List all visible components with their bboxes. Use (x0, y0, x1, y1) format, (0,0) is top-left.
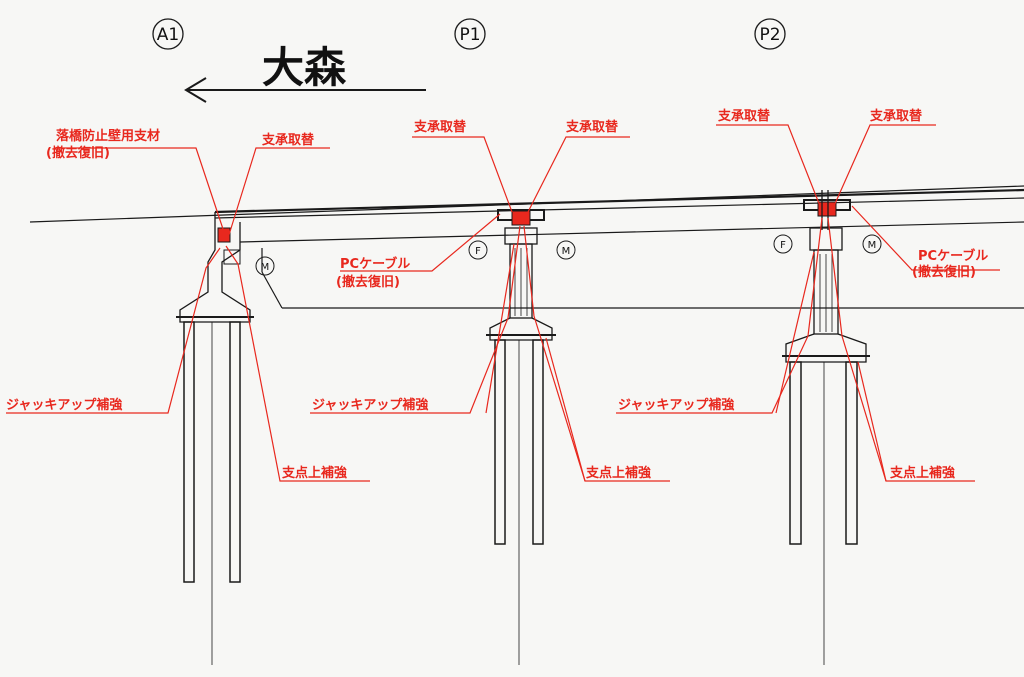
label-pc-cable-p1-restore: (撤去復旧) (336, 274, 400, 290)
mark-f-p2: F (773, 234, 793, 254)
svg-text:A1: A1 (157, 25, 179, 45)
support-marker-p2: P2 (754, 18, 786, 50)
pier-p2 (782, 190, 870, 665)
label-bearing-replace-p1-left: 支承取替 (413, 119, 467, 135)
pier-p1 (486, 209, 556, 665)
svg-text:F: F (475, 246, 481, 257)
svg-text:M: M (868, 240, 877, 251)
label-bearing-replace-p2-left: 支承取替 (717, 108, 771, 124)
mark-m-a1: M (255, 256, 275, 276)
svg-text:M: M (562, 246, 571, 257)
label-jack-up-p2: ジャッキアップ補強 (618, 397, 734, 413)
label-jack-up-p1: ジャッキアップ補強 (312, 397, 428, 413)
label-fulcrum-p1: 支点上補強 (585, 465, 651, 481)
mark-m-p2: M (862, 234, 882, 254)
support-marker-a1: A1 (152, 18, 184, 50)
svg-text:P2: P2 (759, 25, 780, 45)
label-fulcrum-p2: 支点上補強 (889, 465, 955, 481)
title-omori: 大森 (262, 43, 347, 92)
direction-arrow (184, 77, 426, 103)
abutment-a1 (176, 212, 254, 665)
label-bearing-replace-p2-right: 支承取替 (869, 108, 923, 124)
label-bearing-replace-a1: 支承取替 (261, 132, 315, 148)
label-fall-prevention-restore: (撤去復旧) (46, 145, 110, 161)
svg-text:M: M (261, 262, 270, 273)
leader-lines (6, 124, 1000, 482)
mark-m-p1: M (556, 240, 576, 260)
support-marker-p1: P1 (454, 18, 486, 50)
label-pc-cable-p1: PCケーブル (340, 256, 410, 272)
label-fall-prevention: 落橋防止壁用支材 (56, 128, 160, 144)
label-pc-cable-p2-restore: (撤去復旧) (912, 264, 976, 280)
mark-f-p1: F (468, 240, 488, 260)
bridge-deck (29, 185, 1024, 309)
svg-text:F: F (780, 240, 786, 251)
label-fulcrum-a1: 支点上補強 (281, 465, 347, 481)
label-bearing-replace-p1-right: 支承取替 (565, 119, 619, 135)
svg-text:P1: P1 (459, 25, 480, 45)
label-jack-up-a1: ジャッキアップ補強 (6, 397, 122, 413)
label-pc-cable-p2: PCケーブル (918, 248, 988, 264)
